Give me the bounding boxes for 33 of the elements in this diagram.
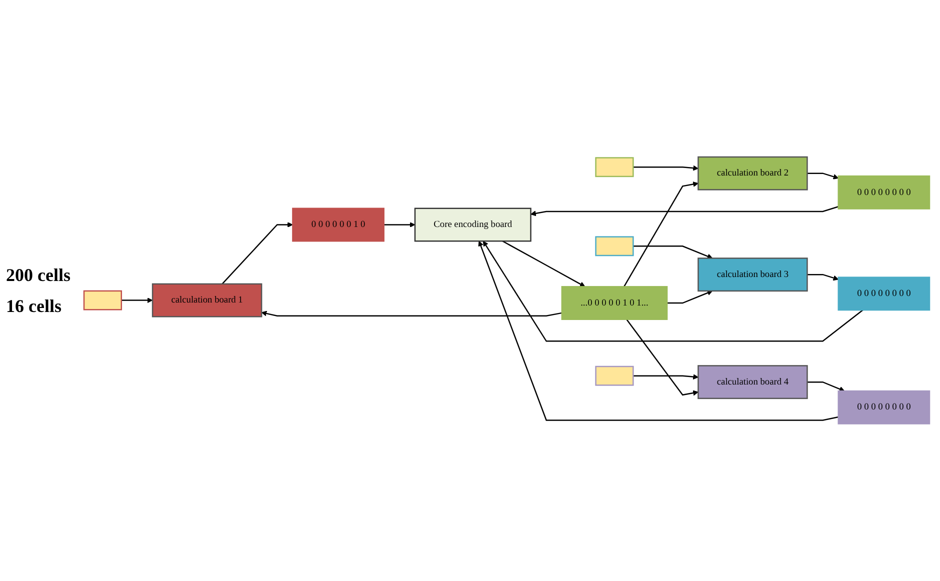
arrow bbox=[120, 298, 152, 304]
arrow bbox=[502, 240, 585, 288]
arrow bbox=[806, 274, 838, 281]
node-box: 0 0 0 0 0 0 0 0 bbox=[837, 390, 930, 424]
node-box: ...0 0 0 0 0 1 0 1... bbox=[560, 286, 668, 320]
node-box: calculation board 3 bbox=[697, 258, 808, 292]
arrow bbox=[632, 165, 698, 171]
node-box bbox=[594, 236, 634, 256]
node-box bbox=[82, 290, 122, 310]
arrow bbox=[632, 246, 712, 260]
cell-count-label: 200 cells bbox=[6, 264, 70, 286]
node-box: 0 0 0 0 0 0 1 0 bbox=[292, 208, 384, 242]
arrow bbox=[632, 374, 698, 380]
node-box: calculation board 1 bbox=[151, 283, 262, 318]
node-box bbox=[594, 366, 634, 386]
arrow bbox=[622, 182, 698, 288]
arrow bbox=[530, 206, 838, 216]
node-box: Core encoding board bbox=[414, 208, 531, 242]
arrow bbox=[482, 241, 863, 342]
node-box: 0 0 0 0 0 0 0 0 bbox=[837, 176, 930, 210]
node-box: 0 0 0 0 0 0 0 0 bbox=[837, 276, 930, 311]
arrow bbox=[478, 241, 838, 421]
arrow bbox=[221, 222, 292, 284]
node-box: calculation board 2 bbox=[697, 156, 808, 190]
arrow bbox=[806, 172, 838, 180]
arrow bbox=[260, 310, 562, 317]
node-box bbox=[594, 157, 634, 178]
cell-count-label: 16 cells bbox=[6, 296, 62, 316]
arrow bbox=[383, 222, 415, 228]
arrow bbox=[806, 382, 844, 392]
node-box: calculation board 4 bbox=[697, 365, 808, 400]
arrow bbox=[626, 319, 698, 396]
arrow bbox=[666, 290, 712, 304]
